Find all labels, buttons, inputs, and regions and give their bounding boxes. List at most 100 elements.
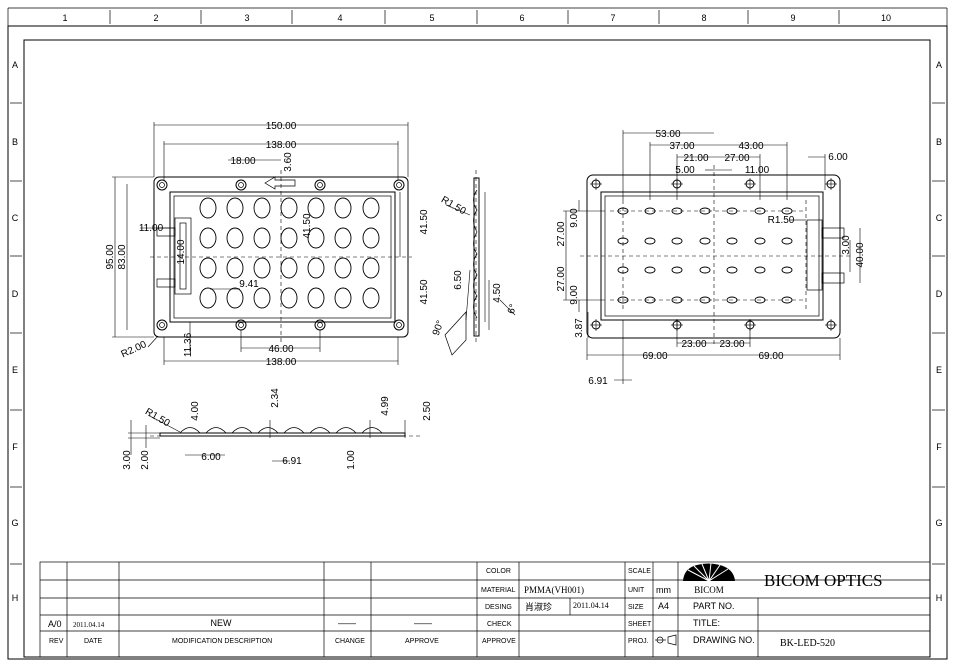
lens-pin (781, 237, 793, 245)
dim-back-5: 5.00 (675, 165, 695, 176)
title-label: TITLE: (693, 618, 720, 628)
lens-pin (754, 237, 766, 245)
lens (226, 287, 244, 309)
mounting-hole-inner (159, 322, 165, 328)
back-mounting-holes (590, 178, 837, 331)
row-label-d-left: D (12, 289, 19, 299)
mounting-hole-inner (396, 322, 402, 328)
mounting-hole (235, 179, 247, 191)
col-label-3: 3 (244, 13, 249, 23)
dim-back-r1-50: R1.50 (768, 215, 795, 226)
lens (226, 257, 244, 279)
dim-back-69-left: 69.00 (642, 351, 667, 362)
dim-9-41: 9.41 (239, 279, 259, 290)
mounting-hole-inner (159, 182, 165, 188)
row-label-b-right: B (936, 137, 942, 147)
dim-r2: R2.00 (120, 339, 149, 360)
drawing-no-value: BK-LED-520 (780, 638, 835, 649)
dim-back-27-top: 27.00 (556, 221, 567, 246)
header-rev: REV (49, 638, 64, 645)
lens (362, 197, 380, 219)
mounting-hole (156, 319, 168, 331)
lens-pin (671, 237, 683, 245)
dim-side-r1-50: R1.50 (439, 194, 468, 217)
row-label-c-right: C (936, 213, 943, 223)
row-label-a-right: A (936, 60, 942, 70)
logo-text: BICOM (694, 585, 724, 595)
lens (253, 287, 271, 309)
lens (307, 197, 325, 219)
lens (280, 197, 298, 219)
dim-back-37: 37.00 (669, 141, 694, 152)
lens (199, 197, 217, 219)
row-label-d-right: D (936, 289, 943, 299)
lens-pin (671, 266, 683, 274)
col-label-10: 10 (881, 13, 891, 23)
dim-back-23-right: 23.00 (719, 339, 744, 350)
rev-change: —— (338, 618, 356, 628)
label-proj: PROJ. (628, 638, 649, 645)
mounting-hole-inner (317, 322, 323, 328)
dim-back-6-91: 6.91 (588, 376, 608, 387)
dim-back-69-right: 69.00 (758, 351, 783, 362)
dim-bot-4: 4.00 (190, 401, 201, 421)
dim-11-36: 11.36 (183, 332, 194, 357)
row-label-h-left: H (12, 593, 19, 603)
lens (226, 227, 244, 249)
lens-pin (699, 237, 711, 245)
col-label-7: 7 (610, 13, 615, 23)
back-view: 53.00 37.00 43.00 21.00 27.00 6.00 5.00 … (556, 129, 866, 387)
label-unit: UNIT (628, 587, 645, 594)
dim-side-4-50: 4.50 (492, 283, 503, 303)
dim-back-23-left: 23.00 (681, 339, 706, 350)
lens (307, 257, 325, 279)
lens (226, 197, 244, 219)
rev-approve: —— (414, 618, 432, 628)
row-label-f-left: F (12, 442, 18, 452)
lens-pin (726, 237, 738, 245)
projection-symbol (655, 634, 677, 646)
dim-side-6-50: 6.50 (453, 270, 464, 290)
lens (280, 287, 298, 309)
dim-bot-2-50: 2.50 (422, 401, 433, 421)
dim-bot-3: 3.00 (122, 450, 133, 470)
bottom-profile-view: R1.50 4.00 2.34 4.99 2.50 3.00 2.00 6.00… (122, 388, 433, 470)
dim-side-41-50-top: 41.50 (419, 209, 430, 234)
lens (362, 227, 380, 249)
row-label-g-left: G (11, 518, 18, 528)
label-approve: APPROVE (482, 638, 516, 645)
row-label-b-left: B (12, 137, 18, 147)
dim-bot-1: 1.00 (346, 450, 357, 470)
lens (307, 227, 325, 249)
row-label-g-right: G (935, 518, 942, 528)
col-label-2: 2 (153, 13, 158, 23)
dim-back-9-top: 9.00 (569, 208, 580, 228)
dim-back-11: 11.00 (745, 165, 770, 176)
lens-pin (644, 266, 656, 274)
lens (253, 257, 271, 279)
header-description: MODIFICATION DESCRIPTION (172, 638, 272, 645)
row-label-e-left: E (12, 365, 18, 375)
dim-bot-2-34: 2.34 (270, 388, 281, 408)
company-name: BICOM OPTICS (764, 571, 883, 590)
row-label-a-left: A (12, 60, 18, 70)
col-label-4: 4 (337, 13, 342, 23)
lens-pin (644, 237, 656, 245)
lens (362, 257, 380, 279)
dim-back-27: 27.00 (724, 153, 749, 164)
mounting-hole-inner (238, 322, 244, 328)
mounting-hole (393, 179, 405, 191)
front-view: 150.00 138.00 18.00 3.60 95.00 83.00 11.… (105, 121, 412, 368)
dim-bot-4-99: 4.99 (380, 396, 391, 416)
label-size: SIZE (628, 604, 644, 611)
lens (199, 257, 217, 279)
part-no-label: PART NO. (693, 601, 735, 611)
col-label-9: 9 (790, 13, 795, 23)
side-view: R1.50 41.50 41.50 6.50 4.50 90° 6° (419, 170, 519, 356)
dim-41-50: 41.50 (302, 213, 313, 238)
col-label-6: 6 (519, 13, 524, 23)
dim-bottom-138: 138.00 (266, 357, 297, 368)
dim-14: 14.00 (176, 239, 187, 264)
dim-46: 46.00 (268, 344, 293, 355)
row-label-c-left: C (12, 213, 19, 223)
